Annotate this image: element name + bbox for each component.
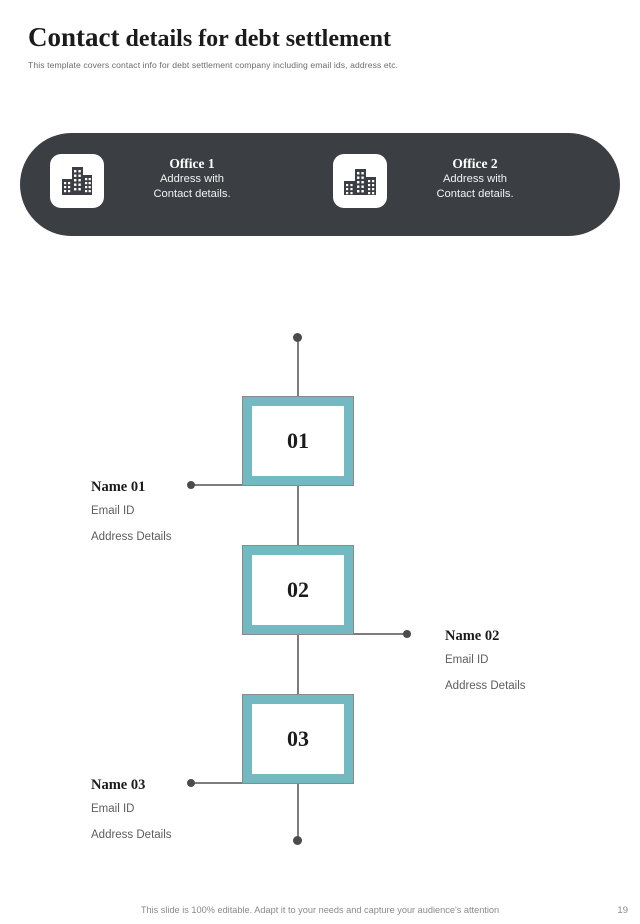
office-text-1: Office 1 Address with Contact details. bbox=[126, 153, 258, 202]
office-address-line-2: Contact details. bbox=[436, 188, 514, 200]
node-email: Email ID bbox=[445, 654, 489, 666]
office-name: Office 1 bbox=[169, 156, 215, 171]
node-email: Email ID bbox=[91, 505, 135, 517]
node-number: 03 bbox=[287, 726, 309, 751]
node-name: Name 03 bbox=[91, 777, 146, 793]
node-address: Address Details bbox=[91, 829, 172, 841]
timeline-node-2[interactable]: 02 bbox=[242, 545, 354, 635]
connector-dot-1 bbox=[187, 481, 195, 489]
footer-note: This slide is 100% editable. Adapt it to… bbox=[140, 905, 500, 915]
connector-line-2 bbox=[346, 633, 408, 635]
office-address-line-1: Address with bbox=[442, 173, 508, 185]
office-card-2[interactable]: Office 2 Address with Contact details. bbox=[333, 153, 541, 217]
page-number: 19 bbox=[617, 905, 628, 916]
page-title: Contact details for debt settlement bbox=[28, 22, 391, 54]
node-address: Address Details bbox=[445, 680, 526, 692]
page-title-rest: details for debt settlement bbox=[119, 26, 391, 52]
connector-line-1 bbox=[190, 484, 250, 486]
node-name: Name 02 bbox=[445, 628, 500, 644]
connector-dot-3 bbox=[187, 779, 195, 787]
connector-dot-2 bbox=[403, 630, 411, 638]
node-address: Address Details bbox=[91, 531, 172, 543]
office-card-1[interactable]: Office 1 Address with Contact details. bbox=[50, 153, 258, 217]
node-email: Email ID bbox=[91, 803, 135, 815]
timeline-start-dot bbox=[293, 333, 302, 342]
timeline-text-block-3: Name 03 Email ID Address Details bbox=[91, 776, 266, 854]
office-address-line-2: Contact details. bbox=[153, 188, 231, 200]
node-number: 01 bbox=[287, 428, 309, 453]
node-name: Name 01 bbox=[91, 479, 146, 495]
connector-line-3 bbox=[190, 782, 250, 784]
office-building-icon bbox=[50, 154, 104, 208]
node-number: 02 bbox=[287, 577, 309, 602]
office-address-line-1: Address with bbox=[159, 173, 225, 185]
office-banner: Office 1 Address with Contact details. bbox=[20, 133, 620, 236]
page-title-strong: Contact bbox=[28, 22, 120, 52]
timeline-node-1[interactable]: 01 bbox=[242, 396, 354, 486]
timeline-end-dot bbox=[293, 836, 302, 845]
office-text-2: Office 2 Address with Contact details. bbox=[409, 153, 541, 202]
office-name: Office 2 bbox=[452, 156, 498, 171]
timeline-node-3[interactable]: 03 bbox=[242, 694, 354, 784]
timeline-text-block-2: Name 02 Email ID Address Details bbox=[445, 627, 620, 705]
office-building-icon bbox=[333, 154, 387, 208]
page-subtitle: This template covers contact info for de… bbox=[28, 60, 399, 70]
timeline-text-block-1: Name 01 Email ID Address Details bbox=[91, 478, 266, 556]
